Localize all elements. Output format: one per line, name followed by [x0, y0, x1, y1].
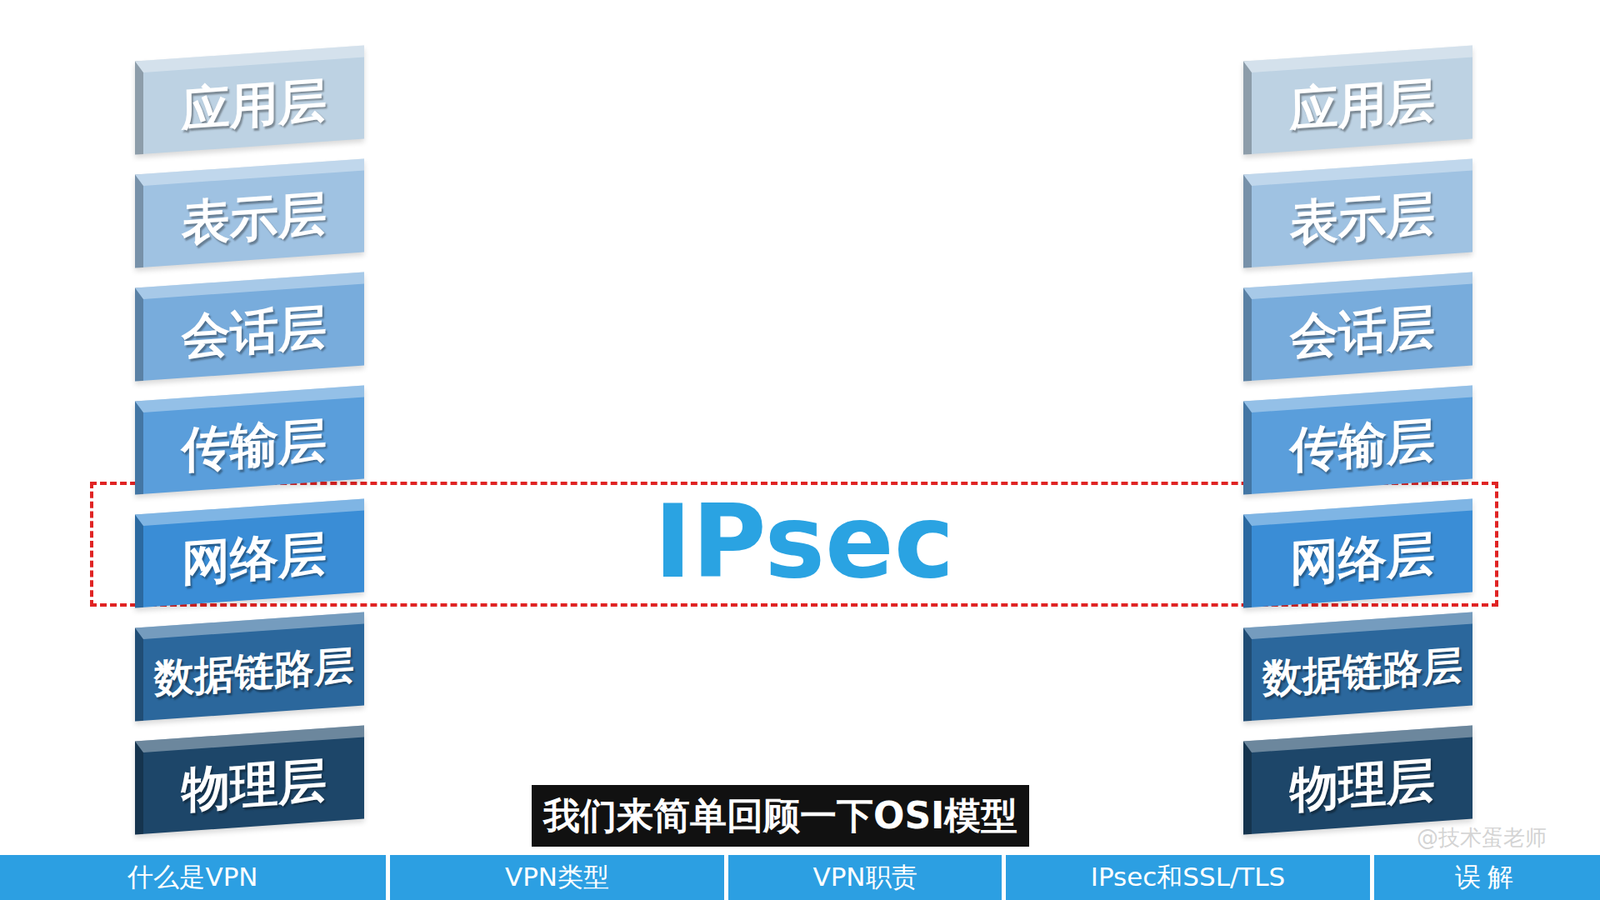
osi-layer-block: 数据链路层: [135, 611, 365, 721]
osi-layer-block: 会话层: [135, 271, 365, 381]
chapter-tab: VPN职责: [728, 855, 1002, 900]
layer-name: 应用层: [181, 68, 327, 144]
layer-name: 表示层: [181, 181, 327, 257]
layer-name: 物理层: [181, 748, 327, 824]
layer-name: 网络层: [1290, 521, 1435, 597]
tab-label: VPN职责: [812, 860, 917, 895]
layer-name: 传输层: [181, 408, 327, 484]
protocol-name: IPsec: [654, 482, 955, 601]
osi-layer-block: 应用层: [1243, 45, 1473, 155]
layer-name: 应用层: [1290, 68, 1435, 144]
watermark: @技术蛋老师: [1416, 823, 1547, 853]
layer-name: 数据链路层: [1262, 638, 1463, 706]
layer-name: 会话层: [1290, 295, 1435, 370]
tab-label: IPsec和SSL/TLS: [1090, 860, 1286, 895]
subtitle-box: 我们来简单回顾一下OSI模型: [531, 785, 1030, 847]
tab-label: 什么是VPN: [127, 860, 258, 895]
layer-name: 网络层: [181, 521, 327, 597]
osi-layer-block: 网络层: [1243, 498, 1473, 608]
osi-layer-block: 应用层: [135, 45, 365, 155]
subtitle-text: 我们来简单回顾一下OSI模型: [543, 791, 1018, 841]
layer-name: 物理层: [1290, 748, 1435, 824]
osi-layer-block: 物理层: [135, 725, 365, 835]
osi-layer-block: 物理层: [1243, 725, 1473, 835]
osi-layer-block: 网络层: [135, 498, 365, 608]
chapter-tab: 误解: [1374, 855, 1600, 900]
layer-name: 传输层: [1290, 408, 1435, 484]
osi-layer-block: 会话层: [1243, 271, 1473, 381]
tab-label: VPN类型: [505, 860, 610, 895]
osi-layer-block: 传输层: [1243, 385, 1473, 495]
osi-layer-block: 表示层: [135, 158, 365, 268]
layer-name: 数据链路层: [154, 638, 355, 706]
chapter-tab: IPsec和SSL/TLS: [1005, 855, 1370, 900]
layer-name: 表示层: [1290, 181, 1435, 257]
osi-layer-block: 数据链路层: [1243, 611, 1473, 721]
chapter-tab: VPN类型: [390, 855, 725, 900]
tab-label: 误解: [1455, 860, 1520, 895]
osi-layer-block: 传输层: [135, 385, 365, 495]
chapter-tab: 什么是VPN: [0, 855, 386, 900]
osi-layer-block: 表示层: [1243, 158, 1473, 268]
layer-name: 会话层: [181, 295, 327, 370]
